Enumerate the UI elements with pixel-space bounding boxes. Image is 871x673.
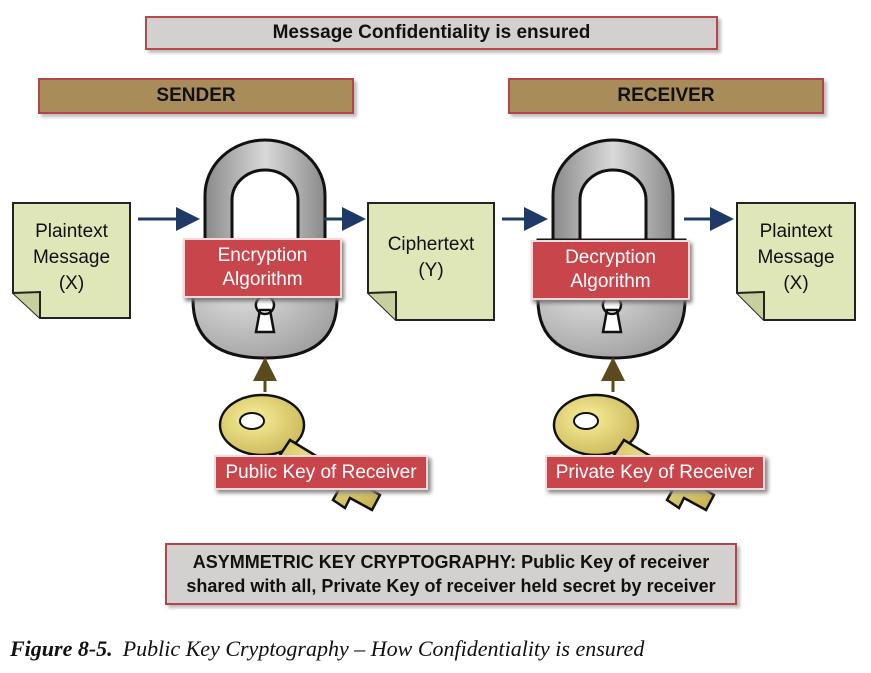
figure-number: Figure 8-5. (10, 636, 113, 661)
sender-label: SENDER (38, 78, 354, 114)
plaintext-right-line3: (X) (783, 273, 809, 294)
encryption-line1: Encryption (217, 245, 308, 266)
public-key-label: Public Key of Receiver (214, 455, 428, 490)
ciphertext-line1: Ciphertext (387, 234, 475, 255)
plaintext-left-text: Plaintext Message (X) (13, 219, 130, 297)
ciphertext-note (367, 202, 495, 321)
plaintext-left-note (12, 202, 131, 319)
confidentiality-banner: Message Confidentiality is ensured (145, 16, 718, 50)
private-key-icon (552, 393, 716, 512)
plaintext-right-note (736, 202, 856, 321)
plaintext-right-line2: Message (757, 247, 835, 268)
plaintext-left-line3: (X) (58, 273, 85, 294)
decryption-algorithm-label: Decryption Algorithm (531, 240, 690, 300)
summary-line2: shared with all, Private Key of receiver… (186, 576, 716, 596)
asymmetric-summary-banner: ASYMMETRIC KEY CRYPTOGRAPHY: Public Key … (165, 543, 737, 605)
plaintext-right-text: Plaintext Message (X) (737, 219, 855, 297)
plaintext-right-line1: Plaintext (759, 221, 833, 242)
receiver-label: RECEIVER (508, 78, 824, 114)
ciphertext-text: Ciphertext (Y) (368, 232, 494, 284)
plaintext-left-line1: Plaintext (35, 221, 108, 242)
decryption-line2: Algorithm (570, 271, 651, 292)
private-key-label: Private Key of Receiver (545, 455, 765, 490)
encryption-line2: Algorithm (222, 269, 303, 290)
decryption-line1: Decryption (565, 247, 656, 268)
ciphertext-line2: (Y) (418, 260, 444, 281)
plaintext-left-line2: Message (32, 247, 111, 268)
public-key-icon (218, 393, 382, 512)
encryption-algorithm-label: Encryption Algorithm (183, 238, 342, 298)
figure-title: Public Key Cryptography – How Confidenti… (122, 636, 645, 661)
figure-caption: Figure 8-5. Public Key Cryptography – How… (10, 636, 644, 662)
summary-line1: ASYMMETRIC KEY CRYPTOGRAPHY: Public Key … (192, 552, 710, 572)
